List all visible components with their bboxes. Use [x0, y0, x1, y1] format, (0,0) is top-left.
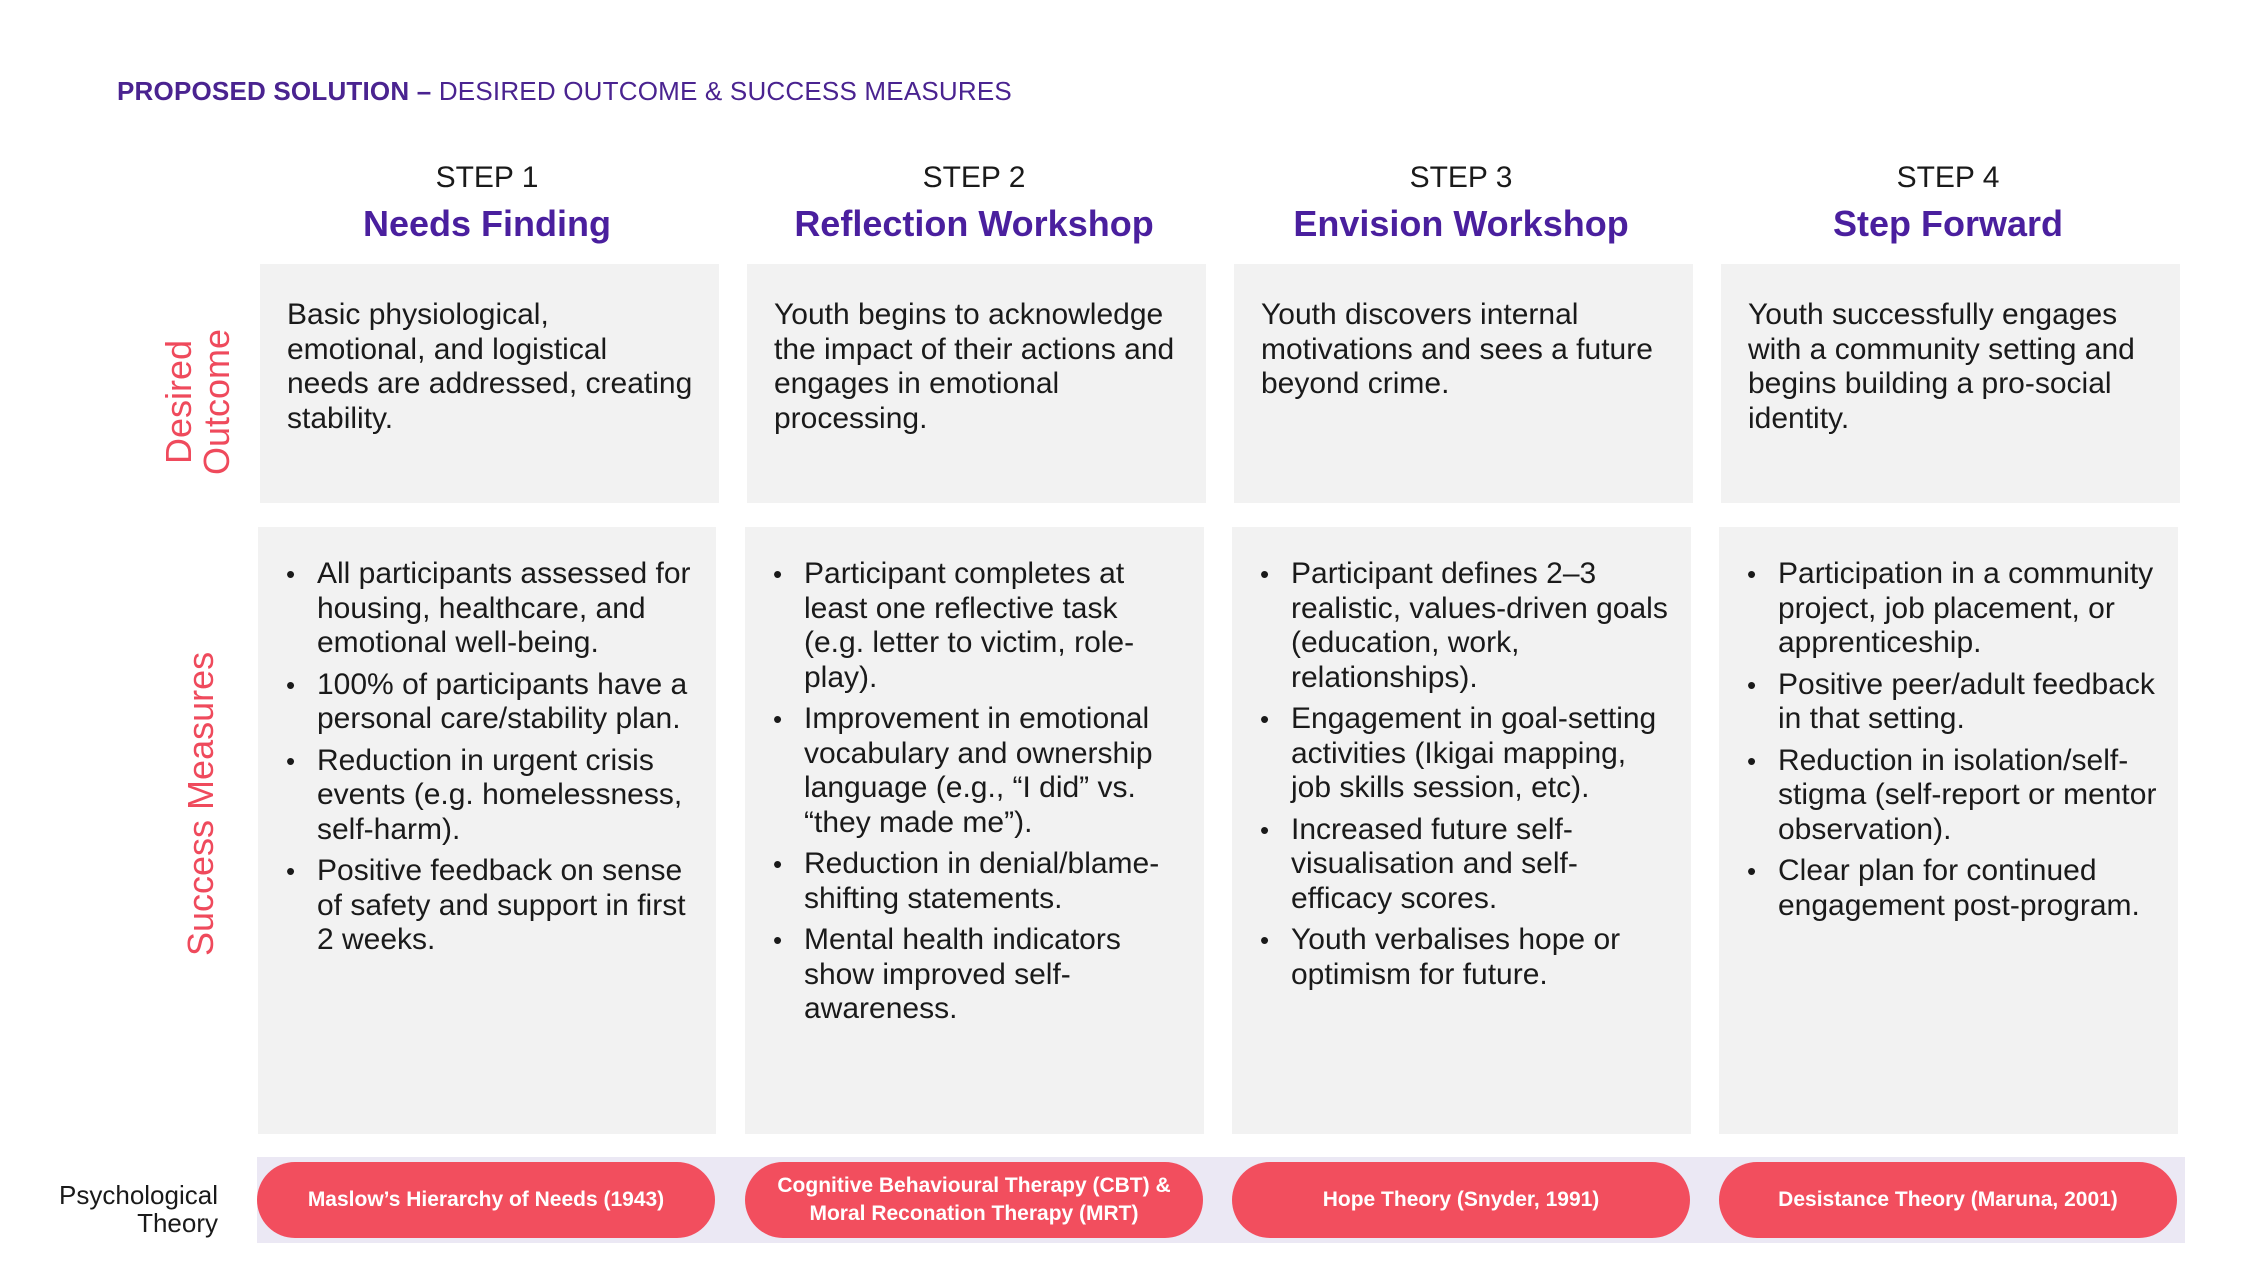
step-4-outcome: Youth successfully engages with a commun…: [1721, 264, 2180, 503]
list-item: Engagement in goal-setting activities (I…: [1258, 702, 1671, 806]
step-1-outcome: Basic physiological, emotional, and logi…: [260, 264, 719, 503]
step-2-outcome: Youth begins to acknowledge the impact o…: [747, 264, 1206, 503]
psychological-theory-label: Psychological Theory: [59, 1180, 218, 1238]
list-item: Youth verbalises hope or optimism for fu…: [1258, 923, 1671, 992]
list-item: 100% of participants have a personal car…: [284, 668, 696, 737]
step-1-measures: All participants assessed for housing, h…: [258, 527, 716, 1134]
step-3-number: STEP 3: [1409, 161, 1513, 194]
list-item: Mental health indicators show improved s…: [771, 923, 1184, 1027]
list-item: Reduction in isolation/self-stigma (self…: [1745, 744, 2158, 848]
step-4-header: STEP 4 Step Forward: [1719, 160, 2177, 248]
step-3-outcome: Youth discovers internal motivations and…: [1234, 264, 1693, 503]
list-item: Positive peer/adult feedback in that set…: [1745, 668, 2158, 737]
success-measures-label: Success Measures: [180, 651, 221, 956]
list-item: Clear plan for continued engagement post…: [1745, 854, 2158, 923]
list-item: Reduction in urgent crisis events (e.g. …: [284, 744, 696, 848]
header-rest: DESIRED OUTCOME & SUCCESS MEASURES: [431, 76, 1012, 106]
list-item: Reduction in denial/blame-shifting state…: [771, 847, 1184, 916]
step-4-number: STEP 4: [1896, 161, 2000, 194]
step-2-header: STEP 2 Reflection Workshop: [745, 160, 1203, 248]
list-item: All participants assessed for housing, h…: [284, 557, 696, 661]
step-1-header: STEP 1 Needs Finding: [258, 160, 716, 248]
step-4-measures: Participation in a community project, jo…: [1719, 527, 2178, 1134]
step-3-measures: Participant defines 2–3 realistic, value…: [1232, 527, 1691, 1134]
list-item: Positive feedback on sense of safety and…: [284, 854, 696, 958]
desired-outcome-label: Desired Outcome: [158, 328, 237, 476]
header-bold: PROPOSED SOLUTION –: [117, 76, 432, 106]
page-header: PROPOSED SOLUTION – DESIRED OUTCOME & SU…: [117, 76, 1012, 107]
list-item: Participation in a community project, jo…: [1745, 557, 2158, 661]
step-3-title: Envision Workshop: [1293, 203, 1629, 244]
step-2-measures: Participant completes at least one refle…: [745, 527, 1204, 1134]
list-item: Participant completes at least one refle…: [771, 557, 1184, 695]
step-2-title: Reflection Workshop: [794, 203, 1154, 244]
theory-pill-step-3: Hope Theory (Snyder, 1991): [1232, 1162, 1690, 1238]
list-item: Improvement in emotional vocabulary and …: [771, 702, 1184, 840]
step-1-number: STEP 1: [435, 161, 539, 194]
list-item: Increased future self-visualisation and …: [1258, 813, 1671, 917]
theory-pill-step-4: Desistance Theory (Maruna, 2001): [1719, 1162, 2177, 1238]
step-2-number: STEP 2: [922, 161, 1026, 194]
theory-pill-step-2: Cognitive Behavioural Therapy (CBT) & Mo…: [745, 1162, 1203, 1238]
step-4-title: Step Forward: [1832, 203, 2064, 244]
step-3-header: STEP 3 Envision Workshop: [1232, 160, 1690, 248]
list-item: Participant defines 2–3 realistic, value…: [1258, 557, 1671, 695]
theory-pill-step-1: Maslow’s Hierarchy of Needs (1943): [257, 1162, 715, 1238]
step-1-title: Needs Finding: [362, 203, 611, 244]
